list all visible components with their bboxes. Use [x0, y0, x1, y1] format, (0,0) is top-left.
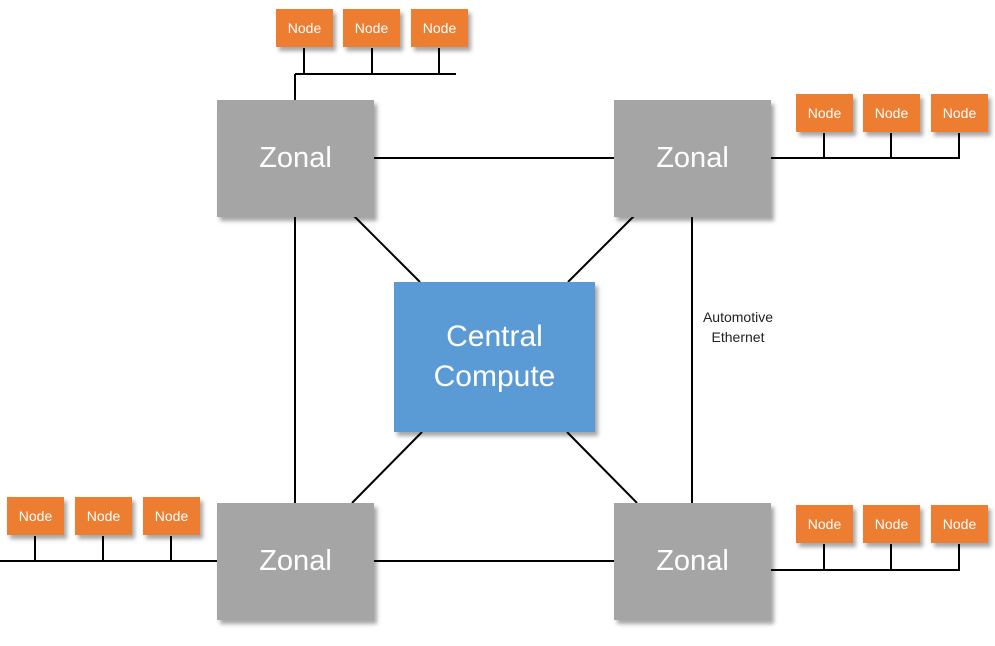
central-label-line2: Compute	[433, 360, 556, 393]
node-label: Node	[154, 508, 189, 524]
node-right-top-1: Node	[796, 94, 853, 132]
central-compute-box: Central Compute	[394, 282, 595, 432]
zonal-label: Zonal	[656, 142, 729, 174]
link-label-line1: Automotive	[702, 309, 774, 325]
zonal-label: Zonal	[259, 142, 332, 174]
zonal-top-left: Zonal	[217, 100, 374, 217]
link-label-line2: Ethernet	[711, 329, 765, 345]
node-right-bottom-3: Node	[931, 505, 988, 543]
node-label: Node	[287, 20, 322, 36]
zonal-bottom-left: Zonal	[217, 503, 374, 620]
node-right-bottom-1: Node	[796, 505, 853, 543]
node-top-1: Node	[276, 9, 333, 47]
node-top-2: Node	[343, 9, 400, 47]
zonal-label: Zonal	[259, 545, 332, 577]
node-right-top-3: Node	[931, 94, 988, 132]
node-label: Node	[874, 516, 909, 532]
node-top-3: Node	[411, 9, 468, 47]
central-label-line1: Central	[446, 320, 543, 353]
node-label: Node	[807, 105, 842, 121]
node-right-bottom-2: Node	[863, 505, 920, 543]
node-right-top-2: Node	[863, 94, 920, 132]
node-label: Node	[354, 20, 389, 36]
link-bl-central	[351, 431, 423, 504]
node-label: Node	[807, 516, 842, 532]
node-label: Node	[86, 508, 121, 524]
node-left-bottom-2: Node	[75, 497, 132, 535]
link-br-central	[566, 431, 638, 504]
node-left-bottom-3: Node	[143, 497, 200, 535]
node-label: Node	[874, 105, 909, 121]
zonal-top-right: Zonal	[614, 100, 771, 217]
zonal-label: Zonal	[656, 545, 729, 577]
node-left-bottom-1: Node	[7, 497, 64, 535]
link-tl-central	[353, 215, 421, 283]
node-label: Node	[942, 105, 977, 121]
node-label: Node	[18, 508, 53, 524]
node-label: Node	[422, 20, 457, 36]
zonal-bottom-right: Zonal	[614, 503, 771, 620]
link-tr-central	[567, 215, 635, 283]
node-label: Node	[942, 516, 977, 532]
automotive-ethernet-label: Automotive Ethernet	[688, 307, 788, 347]
